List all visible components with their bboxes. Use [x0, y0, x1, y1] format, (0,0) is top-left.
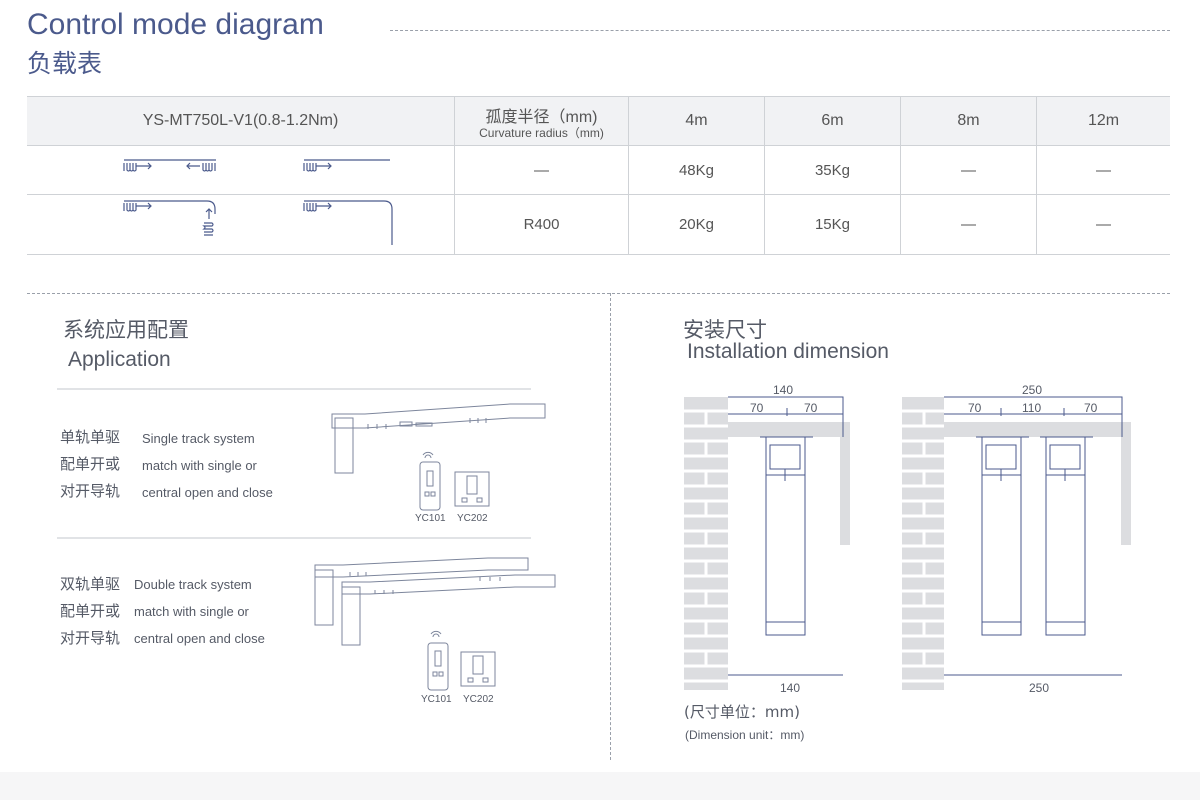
radius-en: Curvature radius（mm)	[479, 126, 604, 140]
table-row: — 48Kg 35Kg — —	[27, 145, 1170, 195]
radius-value: R400	[454, 194, 629, 255]
label-line: 对开导轨	[60, 629, 121, 647]
footer-band	[0, 772, 1200, 800]
section-divider	[27, 293, 1170, 294]
column-divider	[610, 293, 611, 760]
load-value: 20Kg	[628, 194, 765, 255]
installation-title-en: Installation dimension	[687, 340, 889, 363]
dimension-label: 140	[773, 383, 793, 397]
label-line: 配单开或	[60, 455, 121, 473]
dimension-label: 110	[1022, 401, 1041, 415]
label-line: 双轨单驱	[60, 575, 121, 593]
single-track-motor-illustration	[331, 403, 546, 474]
switch-model-label: YC202	[457, 513, 488, 524]
application-title-cn: 系统应用配置	[63, 318, 189, 342]
system-cn-label: 单轨单驱 配单开或 对开导轨	[60, 424, 120, 505]
system-en-label: Double track system match with single or…	[134, 571, 265, 652]
unit-note-en: (Dimension unit：mm)	[685, 728, 805, 742]
label-line: match with single or	[142, 458, 257, 473]
wall-switch-icon	[454, 471, 490, 507]
load-value: —	[1036, 145, 1170, 195]
dimension-label: 250	[1022, 383, 1042, 397]
dimension-label: 250	[1029, 681, 1049, 695]
title-divider	[390, 30, 1170, 31]
single-installation-diagram	[684, 396, 850, 690]
dimension-label: 70	[968, 401, 982, 415]
page-title: Control mode diagram	[27, 8, 324, 41]
load-value: —	[1036, 194, 1170, 255]
label-line: central open and close	[142, 485, 273, 500]
unit-note-cn: (尺寸单位：mm)	[684, 703, 800, 721]
dimension-label: 70	[750, 401, 764, 415]
system-en-label: Single track system match with single or…	[142, 425, 273, 506]
curved-track-icon	[27, 194, 455, 255]
load-value: —	[900, 194, 1037, 255]
label-line: Double track system	[134, 577, 252, 592]
page-subtitle: 负载表	[27, 49, 103, 78]
installation-title-cn: 安装尺寸	[683, 318, 767, 342]
label-line: central open and close	[134, 631, 265, 646]
remote-model-label: YC101	[421, 694, 452, 705]
divider	[57, 537, 531, 539]
length-header: 6m	[764, 96, 901, 146]
length-header: 4m	[628, 96, 765, 146]
brick-joints	[684, 409, 728, 683]
radius-header: 孤度半径（mm) Curvature radius（mm)	[454, 96, 629, 146]
double-track-motor-illustration	[314, 557, 556, 646]
straight-track-icon	[27, 145, 455, 195]
dimension-label: 70	[804, 401, 818, 415]
application-title-en: Application	[68, 348, 171, 371]
remote-icon	[419, 451, 441, 511]
length-header: 12m	[1036, 96, 1170, 146]
system-cn-label: 双轨单驱 配单开或 对开导轨	[60, 571, 120, 652]
wall-switch-icon	[460, 651, 496, 687]
label-line: 对开导轨	[60, 482, 121, 500]
double-installation-diagram	[902, 396, 1131, 690]
label-line: 单轨单驱	[60, 428, 121, 446]
brick-joints	[902, 409, 944, 683]
length-header: 8m	[900, 96, 1037, 146]
load-value: 15Kg	[764, 194, 901, 255]
remote-model-label: YC101	[415, 513, 446, 524]
load-value: —	[900, 145, 1037, 195]
table-header-row: YS-MT750L-V1(0.8-1.2Nm) 孤度半径（mm) Curvatu…	[27, 96, 1170, 146]
label-line: match with single or	[134, 604, 249, 619]
load-value: 35Kg	[764, 145, 901, 195]
radius-value: —	[454, 145, 629, 195]
remote-icon	[427, 630, 449, 691]
load-table: YS-MT750L-V1(0.8-1.2Nm) 孤度半径（mm) Curvatu…	[27, 96, 1170, 255]
divider	[57, 388, 531, 390]
table-row: R400 20Kg 15Kg — —	[27, 194, 1170, 255]
load-value: 48Kg	[628, 145, 765, 195]
radius-cn: 孤度半径（mm)	[485, 109, 598, 126]
dimension-label: 140	[780, 681, 800, 695]
dimension-label: 70	[1084, 401, 1098, 415]
model-header: YS-MT750L-V1(0.8-1.2Nm)	[27, 96, 455, 146]
label-line: Single track system	[142, 431, 255, 446]
label-line: 配单开或	[60, 602, 121, 620]
switch-model-label: YC202	[463, 694, 494, 705]
